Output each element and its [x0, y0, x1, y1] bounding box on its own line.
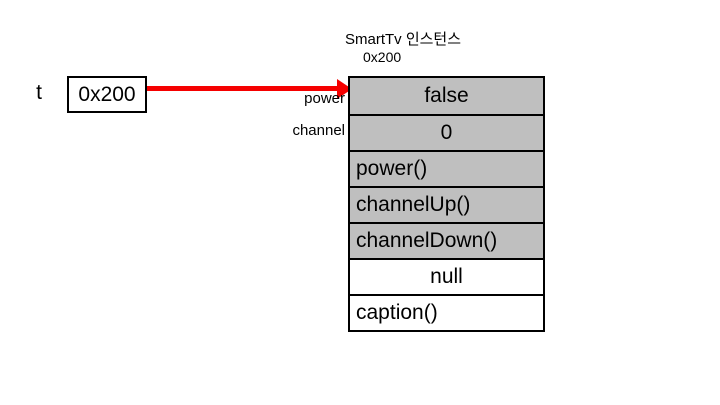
field-label-power: power — [304, 90, 345, 107]
table-row-caption-method: caption() — [350, 294, 543, 330]
table-row-channel-value: 0 — [350, 114, 543, 150]
variable-value: 0x200 — [78, 82, 136, 106]
table-row-channeldown-method: channelDown() — [350, 222, 543, 258]
table-row-power-value: false — [350, 78, 543, 114]
instance-address: 0x200 — [363, 49, 402, 65]
field-label-channel: channel — [292, 122, 345, 139]
variable-name-label: t — [36, 81, 42, 104]
table-row-null-value: null — [350, 258, 543, 294]
variable-value-box: 0x200 — [67, 76, 147, 113]
pointer-arrow-shaft — [147, 86, 338, 91]
table-row-power-method: power() — [350, 150, 543, 186]
instance-title: SmartTv 인스턴스 — [345, 31, 462, 48]
instance-table: false 0 power() channelUp() channelDown(… — [348, 76, 545, 332]
table-row-channelup-method: channelUp() — [350, 186, 543, 222]
